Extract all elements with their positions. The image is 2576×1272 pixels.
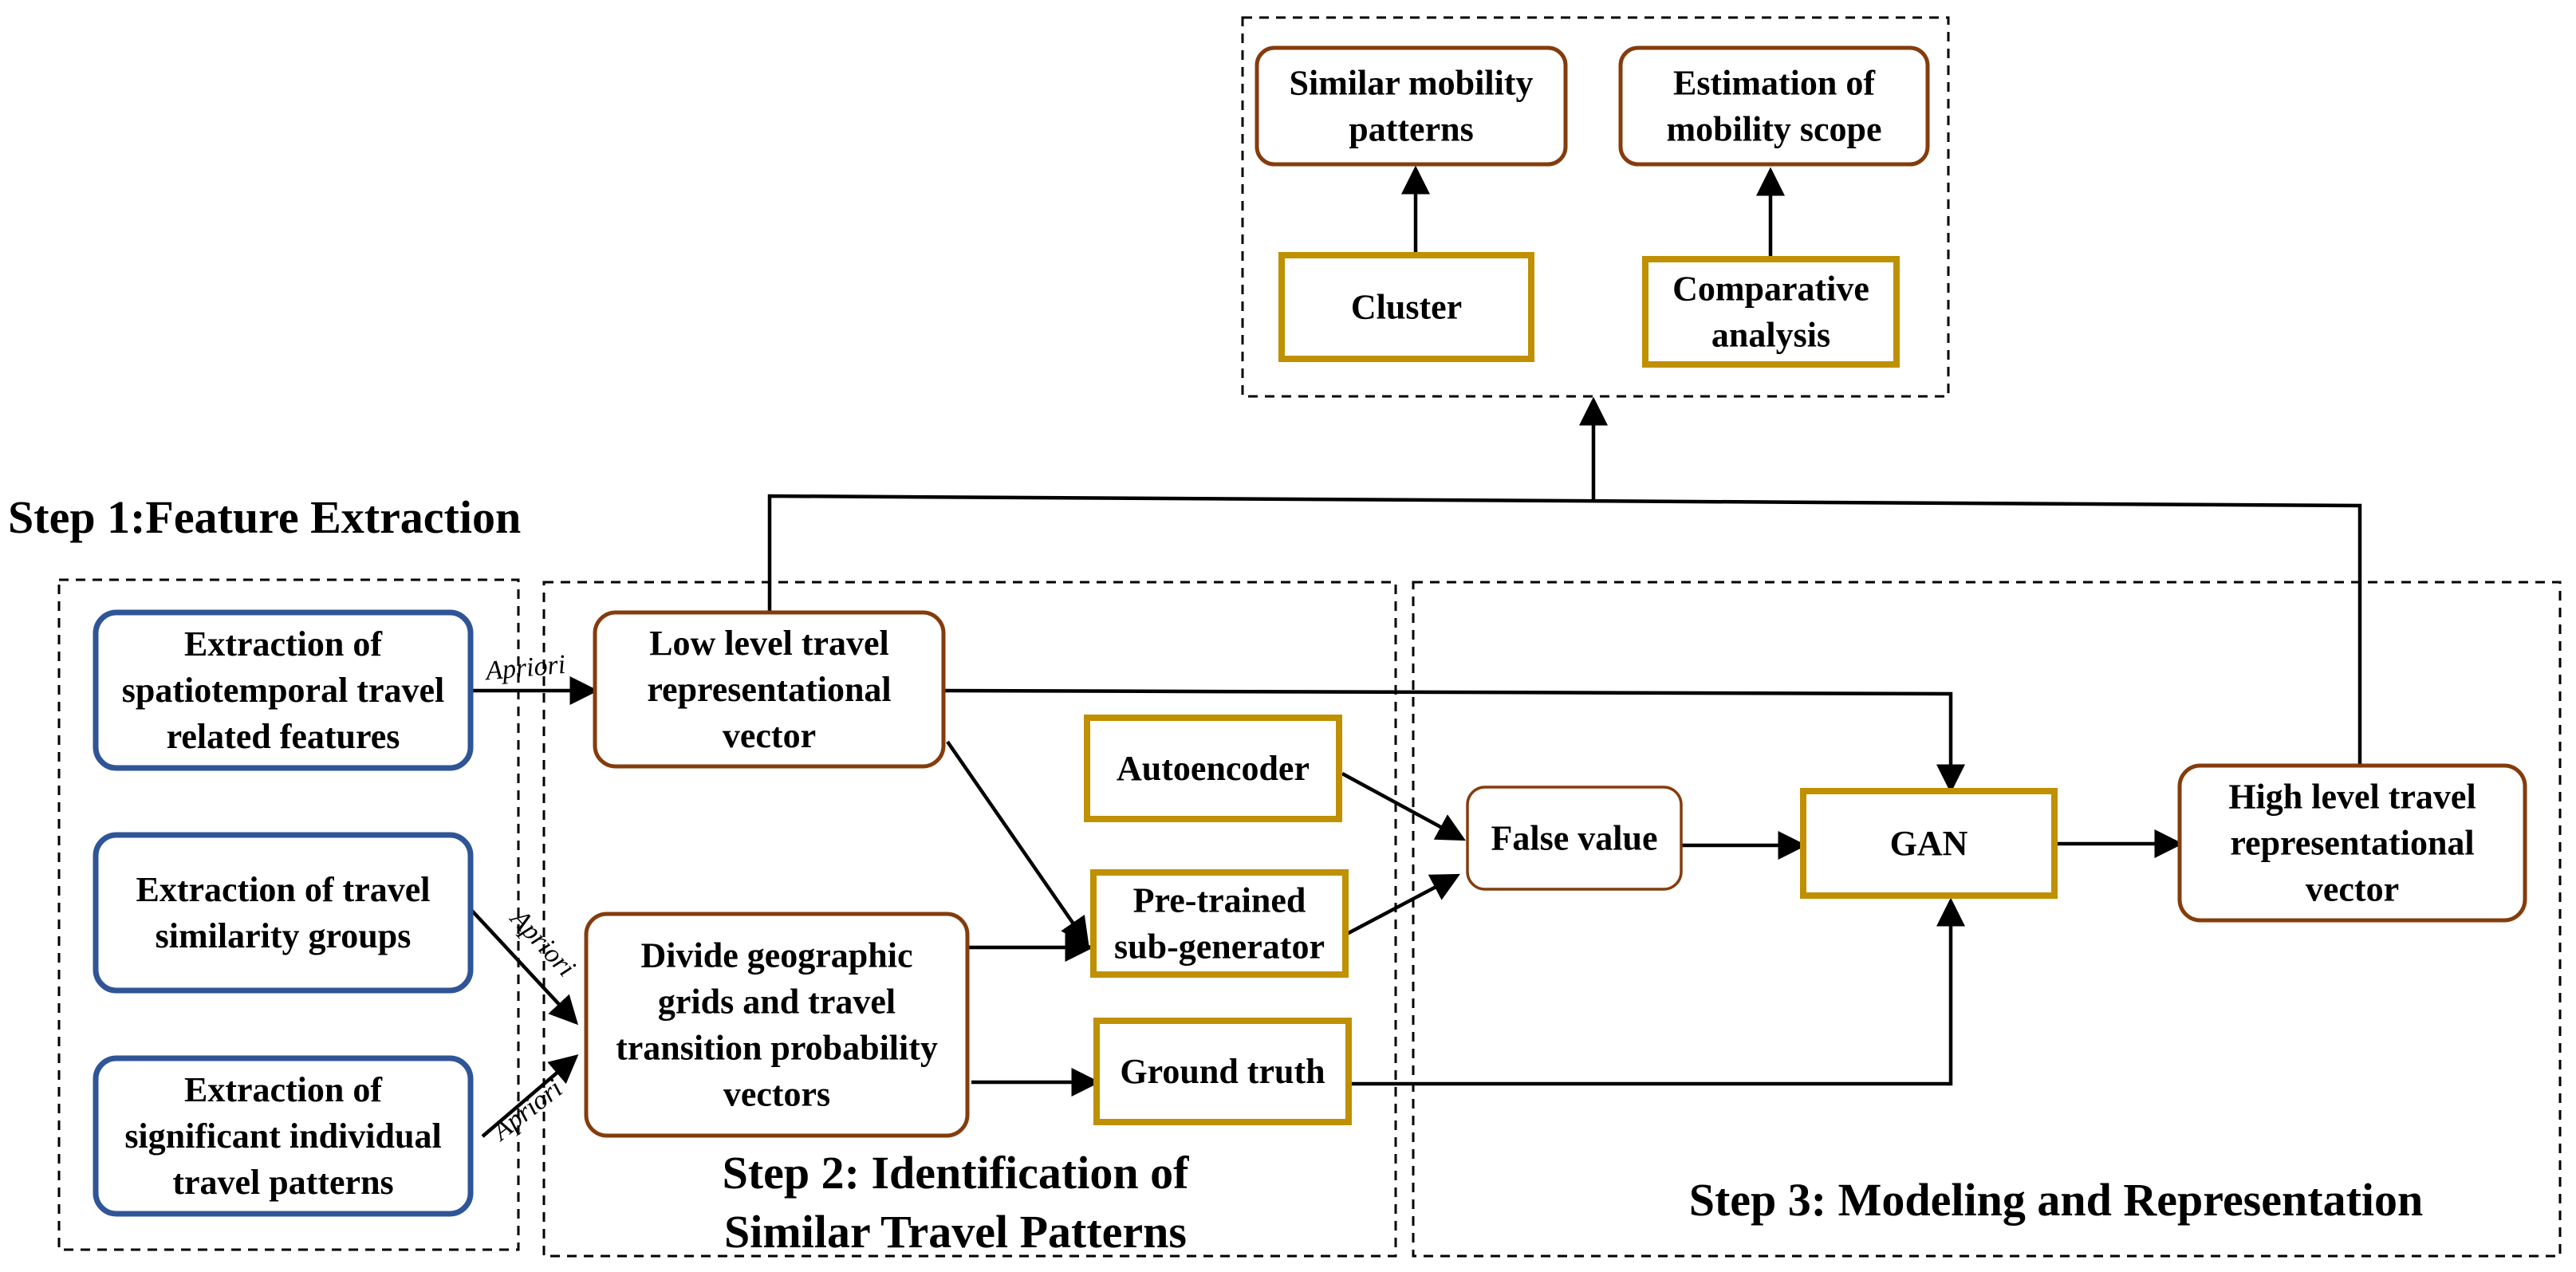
node-pretrained-subgen-label-line: Pre-trained xyxy=(1133,881,1306,920)
node-low-level-vector-label-line: vector xyxy=(723,716,816,755)
node-extract-individual-box xyxy=(93,1055,474,1217)
node-extract-spatiotemporal-label-line: spatiotemporal travel xyxy=(122,671,444,710)
node-estimation-scope-box xyxy=(1618,45,1930,167)
edge-lowlevel-to-pretrained xyxy=(946,740,1089,947)
edge-label-apriori-1: Apriori xyxy=(483,650,567,687)
node-ground-truth-box xyxy=(1093,1018,1352,1125)
node-cluster-box xyxy=(1278,252,1534,362)
node-false-value-label-line: False value xyxy=(1491,819,1658,858)
node-comparative: Comparative analysis xyxy=(1642,256,1900,368)
node-low-level-vector: Low level travel representational vector xyxy=(593,610,946,769)
node-extract-similarity-box xyxy=(93,832,474,994)
node-cluster: Cluster xyxy=(1278,252,1534,362)
edge-individual-to-divide xyxy=(481,1054,579,1138)
node-estimation-scope: Estimation of mobility scope xyxy=(1618,45,1930,167)
edge-pretrained-to-falsevalue xyxy=(1344,873,1460,936)
heading-step1: Step 1:Feature Extraction xyxy=(8,491,521,543)
node-similar-mobility-label-line: Similar mobility xyxy=(1290,64,1534,103)
group-step2 xyxy=(542,581,1397,1258)
node-pretrained-subgen: Pre-trained sub-generator xyxy=(1090,869,1349,978)
node-extract-similarity: Extraction of travel similarity groups xyxy=(93,832,474,994)
node-low-level-vector-label-line: representational xyxy=(647,670,891,709)
edge-label-apriori-2: Apriori xyxy=(504,903,581,983)
node-divide-grids: Divide geographic grids and travel transit… xyxy=(584,912,970,1138)
node-estimation-scope-label-line: Estimation of xyxy=(1673,64,1876,103)
edge-groundtruth-to-gan xyxy=(1349,897,1965,1086)
node-extract-spatiotemporal-label-line: Extraction of xyxy=(184,624,383,664)
heading-step2-line2: Similar Travel Patterns xyxy=(724,1206,1187,1258)
node-estimation-scope-label-line: mobility scope xyxy=(1666,110,1881,149)
node-similar-mobility-label-line: patterns xyxy=(1349,110,1473,149)
group-step1 xyxy=(57,578,520,1251)
node-extract-individual-label-line: travel patterns xyxy=(172,1163,393,1202)
node-extract-spatiotemporal: Extraction of spatiotemporal travel relate… xyxy=(93,609,474,771)
node-autoencoder-box xyxy=(1084,715,1342,822)
node-high-level-vector-label-line: representational xyxy=(2230,824,2474,863)
node-comparative-box xyxy=(1642,256,1900,368)
node-pretrained-subgen-box xyxy=(1090,869,1349,978)
heading-step2-line1: Step 2: Identification of xyxy=(723,1147,1190,1199)
node-extract-spatiotemporal-label-line: related features xyxy=(167,717,400,756)
edge-low-level-to-outputs xyxy=(767,494,2362,766)
node-extract-similarity-label-line: Extraction of travel xyxy=(136,870,431,909)
heading-step3: Step 3: Modeling and Representation xyxy=(1689,1174,2424,1226)
node-similar-mobility-box xyxy=(1255,45,1568,167)
node-divide-grids-label-line: Divide geographic xyxy=(641,936,913,975)
node-autoencoder: Autoencoder xyxy=(1084,715,1342,822)
node-ground-truth-label-line: Ground truth xyxy=(1120,1052,1325,1091)
node-low-level-vector-label-line: Low level travel xyxy=(649,624,889,663)
edge-autoencoder-to-falsevalue xyxy=(1341,772,1466,841)
node-extract-individual-label-line: Extraction of xyxy=(184,1070,383,1109)
node-low-level-vector-box xyxy=(593,610,946,769)
node-gan: GAN xyxy=(1800,788,2058,899)
node-pretrained-subgen-label-line: sub-generator xyxy=(1114,927,1325,967)
node-false-value-box xyxy=(1466,786,1683,891)
node-extract-similarity-label-line: similarity groups xyxy=(156,916,412,955)
node-high-level-vector-label-line: vector xyxy=(2306,870,2399,909)
node-extract-individual-label-line: significant individual xyxy=(124,1116,441,1156)
edge-label-apriori-3: Apriori xyxy=(486,1073,568,1147)
node-high-level-vector-label-line: High level travel xyxy=(2228,778,2476,817)
node-comparative-label-line: Comparative xyxy=(1672,270,1869,309)
node-comparative-label-line: analysis xyxy=(1711,316,1830,355)
node-divide-grids-label-line: grids and travel xyxy=(658,983,896,1022)
node-divide-grids-label-line: transition probability xyxy=(616,1029,938,1068)
node-false-value: False value xyxy=(1466,786,1683,891)
node-extract-spatiotemporal-box xyxy=(93,609,474,771)
edge-lowlevel-to-gan xyxy=(943,688,1965,794)
node-divide-grids-box xyxy=(584,912,970,1138)
node-gan-box xyxy=(1800,788,2058,899)
node-divide-grids-label-line: vectors xyxy=(723,1075,830,1114)
node-cluster-label-line: Cluster xyxy=(1351,288,1462,327)
node-high-level-vector: High level travel representational vector xyxy=(2177,763,2527,923)
node-autoencoder-label-line: Autoencoder xyxy=(1117,749,1310,788)
group-outputs xyxy=(1241,16,1950,398)
edge-similarity-to-divide xyxy=(469,908,579,1026)
node-gan-label-line: GAN xyxy=(1890,824,1968,863)
group-step3 xyxy=(1412,581,2562,1258)
node-ground-truth: Ground truth xyxy=(1093,1018,1352,1125)
node-high-level-vector-box xyxy=(2177,763,2527,923)
node-extract-individual: Extraction of significant individual trave… xyxy=(93,1055,474,1217)
node-similar-mobility: Similar mobility patterns xyxy=(1255,45,1568,167)
